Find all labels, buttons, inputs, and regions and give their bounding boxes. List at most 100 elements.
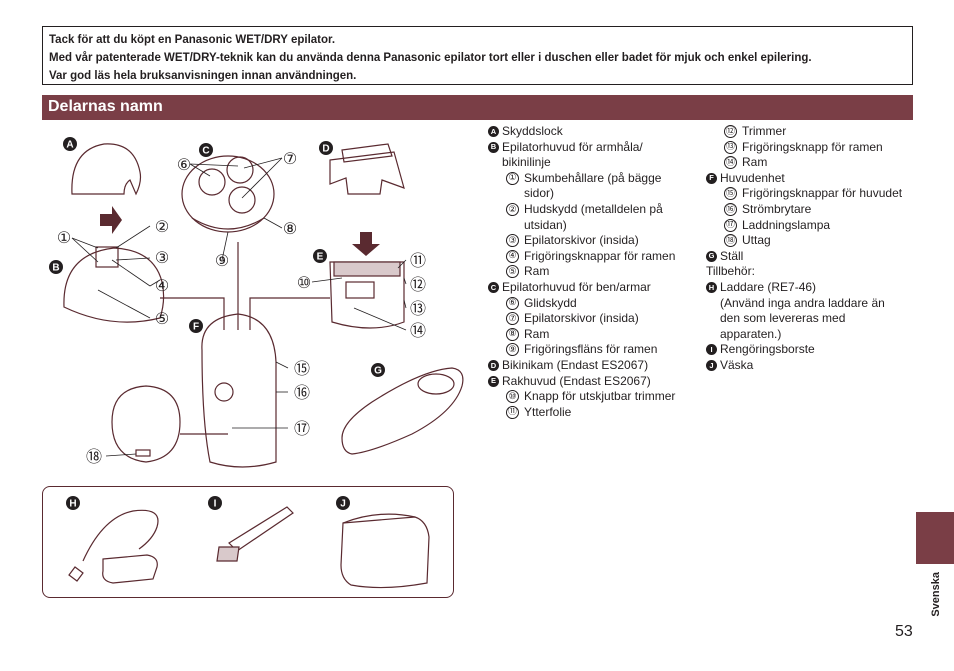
item-text: Epilatorhuvud för ben/armar bbox=[502, 279, 651, 294]
label-d: D bbox=[322, 144, 329, 155]
label-i: I bbox=[214, 499, 217, 510]
accessories-heading: Tillbehör: bbox=[706, 264, 755, 279]
num-badge: ⑫ bbox=[724, 125, 737, 138]
num-badge: ⑧ bbox=[506, 327, 519, 341]
badge-j: J bbox=[336, 496, 350, 510]
label-17: ⑰ bbox=[294, 420, 310, 438]
label-10: ⑩ bbox=[297, 275, 311, 292]
num-badge: ③ bbox=[506, 234, 519, 248]
item-text: Ram bbox=[524, 326, 550, 341]
list-item: ⑰ Laddningslampa bbox=[706, 218, 916, 234]
parts-illustration: A B C D E F G ① ② ③ ④ ⑤ ⑥ ⑦ ⑧ ⑨ ⑩ ⑪ ⑫ ⑬ … bbox=[49, 137, 464, 468]
item-note: (Använd inga andra laddare än bbox=[720, 295, 885, 310]
badge-a: A bbox=[63, 137, 77, 151]
label-14: ⑭ bbox=[410, 322, 426, 340]
num-badge: ② bbox=[506, 202, 519, 216]
item-text: Bikinikam (Endast ES2067) bbox=[502, 357, 649, 372]
item-text: sidor) bbox=[524, 186, 555, 201]
label-b: B bbox=[52, 263, 59, 274]
item-text: Ställ bbox=[720, 248, 744, 263]
page-number: 53 bbox=[895, 623, 913, 640]
accessories-box: H I J bbox=[42, 486, 454, 598]
item-text: Epilatorskivor (insida) bbox=[524, 233, 639, 248]
item-text: Ram bbox=[524, 264, 550, 279]
list-item: ⑦ Epilatorskivor (insida) bbox=[488, 311, 703, 327]
badge-i: I bbox=[208, 496, 222, 510]
item-text: Frigöringsknappar för huvudet bbox=[742, 186, 903, 201]
section-title: Delarnas namn bbox=[42, 95, 913, 120]
shaver-head-drawing bbox=[329, 261, 405, 329]
label-6: ⑥ bbox=[177, 157, 191, 174]
badge: A bbox=[488, 126, 499, 137]
item-note: apparaten.) bbox=[720, 326, 782, 341]
list-item: ③ Epilatorskivor (insida) bbox=[488, 233, 703, 249]
label-1: ① bbox=[57, 230, 71, 247]
pouch-drawing bbox=[340, 516, 430, 589]
label-f: F bbox=[193, 322, 199, 333]
badge-h: H bbox=[66, 496, 80, 510]
intro-line: Var god läs hela bruksanvisningen innan … bbox=[49, 70, 357, 82]
num-badge: ⑦ bbox=[506, 312, 519, 326]
item-text: Laddare (RE7-46) bbox=[720, 279, 817, 294]
item-text: Strömbrytare bbox=[742, 201, 812, 216]
list-item: ① Skumbehållare (på bägge bbox=[488, 171, 703, 187]
item-text: Rakhuvud (Endast ES2067) bbox=[502, 373, 651, 388]
badge: J bbox=[706, 359, 717, 371]
item-text: Frigöringsknappar för ramen bbox=[524, 248, 676, 263]
list-item: ⑮ Frigöringsknappar för huvudet bbox=[706, 186, 916, 202]
badge: I bbox=[706, 344, 717, 356]
badge-d: D bbox=[319, 141, 333, 155]
badge-g: G bbox=[371, 363, 385, 377]
item-text: Frigöringsfläns för ramen bbox=[524, 342, 658, 357]
stand-drawing bbox=[341, 367, 464, 455]
item-text: Frigöringsknapp för ramen bbox=[742, 139, 883, 154]
num-badge: ⑭ bbox=[724, 156, 737, 170]
label-16: ⑯ bbox=[294, 384, 310, 402]
num-badge: ① bbox=[506, 171, 519, 185]
intro-line: Tack för att du köpt en Panasonic WET/DR… bbox=[49, 34, 336, 46]
label-11: ⑪ bbox=[410, 252, 426, 270]
item-text: Laddningslampa bbox=[742, 217, 831, 232]
item-text: Epilatorskivor (insida) bbox=[524, 311, 639, 326]
underarm-head-drawing bbox=[63, 247, 165, 323]
label-4: ④ bbox=[155, 278, 169, 295]
label-a: A bbox=[66, 140, 73, 151]
item-text: Hudskydd (metalldelen på bbox=[524, 201, 663, 216]
intro-line: Med vår patenterade WET/DRY-teknik kan d… bbox=[49, 52, 812, 64]
item-text: Uttag bbox=[742, 233, 771, 248]
item-text: Skumbehållare (på bägge bbox=[524, 170, 662, 185]
item-text: Knapp för utskjutbar trimmer bbox=[524, 389, 676, 404]
bikini-comb-drawing bbox=[329, 151, 405, 195]
badge: H bbox=[706, 281, 717, 293]
label-12: ⑫ bbox=[410, 276, 426, 294]
list-item: ⑩ Knapp för utskjutbar trimmer bbox=[488, 389, 703, 405]
num-badge: ⑪ bbox=[506, 405, 519, 419]
item-note: den som levereras med bbox=[720, 311, 846, 326]
num-badge: ⑩ bbox=[506, 390, 519, 404]
label-9: ⑨ bbox=[215, 253, 229, 270]
socket-zoom-drawing bbox=[111, 385, 181, 463]
label-2: ② bbox=[155, 219, 169, 236]
badge: B bbox=[488, 141, 499, 153]
badge-f: F bbox=[189, 319, 203, 333]
badge-c: C bbox=[199, 143, 213, 157]
list-item: ⑧ Ram bbox=[488, 327, 703, 343]
num-badge: ⑰ bbox=[724, 218, 737, 232]
badge: E bbox=[488, 375, 499, 387]
item-text: Rengöringsborste bbox=[720, 342, 815, 357]
num-badge: ⑮ bbox=[724, 187, 737, 201]
